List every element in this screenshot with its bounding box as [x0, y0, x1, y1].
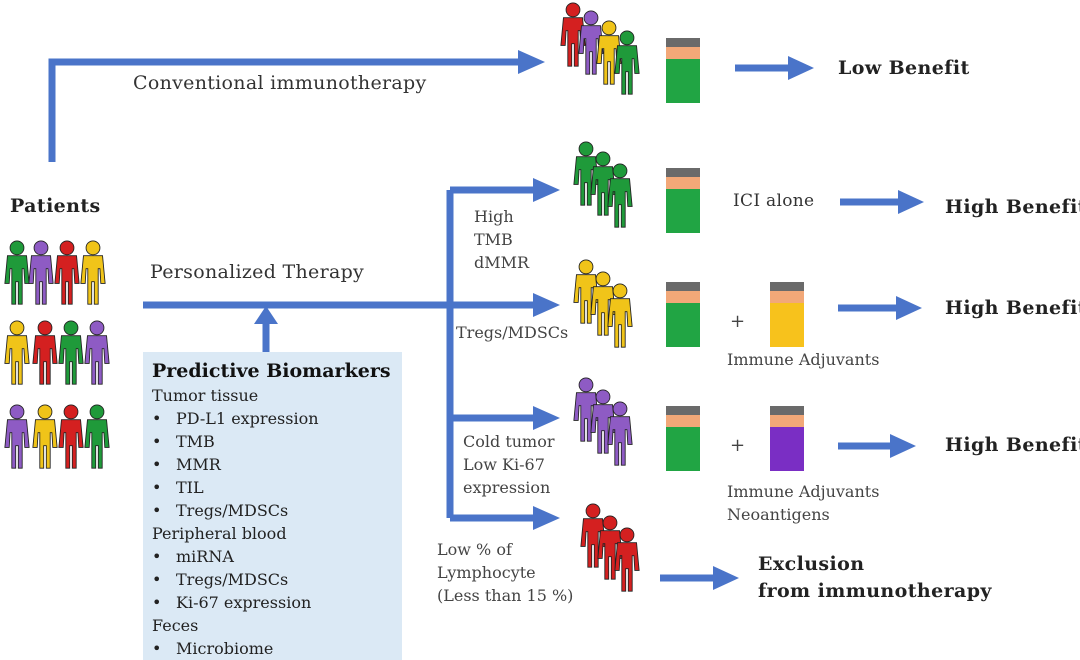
low-lymphocyte-group-figures — [580, 503, 640, 592]
conventional-group-figures — [560, 2, 640, 95]
branch-label-high-tmb: High TMB dMMR — [474, 205, 529, 274]
branch-label-cold-tumor: Cold tumor Low Ki-67 expression — [463, 430, 555, 499]
biomarkers-title: Predictive Biomarkers — [152, 360, 391, 382]
branch-4-line-2: Lymphocyte — [437, 563, 536, 582]
vial-icon-ici-alone — [666, 168, 700, 233]
vial-icon-tregs-ici — [666, 282, 700, 347]
arrowhead-branch-4 — [533, 506, 560, 530]
branch-3-line-3: expression — [463, 478, 551, 497]
tumor-tissue-heading: Tumor tissue — [152, 386, 259, 405]
branch-1-line-1: High — [474, 207, 514, 226]
plus-sign-1: + — [730, 311, 746, 332]
exclusion-label-line2: from immunotherapy — [758, 580, 992, 602]
biomarker-item: •TIL — [152, 478, 204, 497]
vial-icon-tregs-adjuvant — [770, 282, 804, 347]
plus-sign-2: + — [730, 435, 746, 456]
arrow-conventional — [48, 58, 520, 162]
high-benefit-label-3: High Benefit — [945, 434, 1080, 456]
branch-4-line-3: (Less than 15 %) — [437, 586, 574, 605]
arrowhead-conventional — [518, 50, 545, 74]
low-benefit-label: Low Benefit — [838, 57, 970, 79]
patients-label: Patients — [10, 195, 101, 217]
high-tmb-group-figures — [573, 141, 633, 228]
biomarker-item: •Microbiome — [152, 639, 274, 658]
feces-heading: Feces — [152, 616, 199, 635]
branch-2-line-1: Tregs/MDSCs — [456, 323, 569, 342]
vial-icon-cold-adjuvant — [770, 406, 804, 471]
biomarker-item: •TMB — [152, 432, 215, 451]
arrowhead-branch-1 — [533, 178, 560, 202]
high-benefit-label-2: High Benefit — [945, 297, 1080, 319]
biomarker-item: •Ki-67 expression — [152, 593, 312, 612]
conventional-label: Conventional immunotherapy — [133, 72, 427, 94]
branch-1-line-2: TMB — [474, 230, 513, 249]
branch-1-line-3: dMMR — [474, 253, 530, 272]
biomarker-item: •Tregs/MDSCs — [152, 501, 289, 520]
vial-icon-cold-ici — [666, 406, 700, 471]
branch-label-low-lymphocyte: Low % of Lymphocyte (Less than 15 %) — [437, 538, 573, 607]
biomarker-item: •PD-L1 expression — [152, 409, 319, 428]
vial-icon-conventional — [666, 38, 700, 103]
arrowhead-high-benefit-3 — [890, 434, 916, 458]
cold-tumor-group-figures — [573, 377, 633, 466]
peripheral-blood-heading: Peripheral blood — [152, 524, 287, 543]
exclusion-label-line1: Exclusion — [758, 553, 865, 575]
immune-adjuvants-label-1: Immune Adjuvants — [727, 350, 880, 369]
arrowhead-personalized — [533, 293, 560, 317]
biomarker-item: •miRNA — [152, 547, 234, 566]
branch-label-tregs: Tregs/MDSCs — [456, 321, 568, 344]
tregs-group-figures — [573, 259, 633, 348]
immune-adjuvants-label-2: Immune Adjuvants — [727, 482, 880, 501]
branch-3-line-2: Low Ki-67 — [463, 455, 545, 474]
ici-alone-label: ICI alone — [733, 191, 815, 211]
arrowhead-exclusion — [713, 566, 739, 590]
branch-4-line-1: Low % of — [437, 540, 512, 559]
predictive-biomarkers-box: Predictive Biomarkers Tumor tissue •PD-L… — [143, 352, 402, 660]
neoantigens-label: Neoantigens — [727, 505, 830, 524]
branch-3-line-1: Cold tumor — [463, 432, 555, 451]
high-benefit-label-1: High Benefit — [945, 196, 1080, 218]
arrowhead-high-benefit-2 — [896, 296, 922, 320]
arrowhead-biomarker-up — [254, 306, 278, 324]
personalized-label: Personalized Therapy — [150, 261, 365, 283]
arrowhead-branch-3 — [533, 406, 560, 430]
patients-figures — [4, 240, 110, 469]
biomarker-item: •Tregs/MDSCs — [152, 570, 289, 589]
arrowhead-low-benefit — [788, 56, 814, 80]
arrowhead-high-benefit-1 — [898, 190, 924, 214]
biomarker-item: •MMR — [152, 455, 221, 474]
